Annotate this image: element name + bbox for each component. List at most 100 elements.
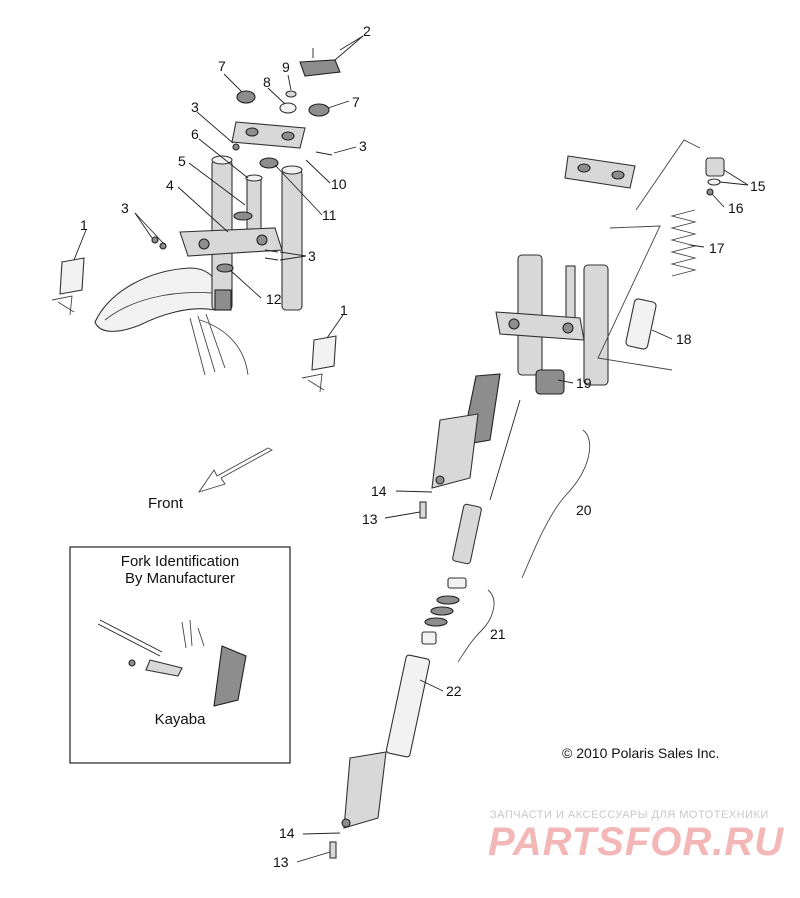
lower-fork-leg <box>385 654 431 758</box>
fork-spring <box>670 209 697 277</box>
seal-c <box>430 606 454 616</box>
right-clamp-bore-a <box>577 163 591 173</box>
seal-a <box>447 577 467 589</box>
left-assembly <box>51 48 341 393</box>
damper-rod <box>489 399 521 501</box>
lower-axle-lug <box>343 751 387 829</box>
callout-9: 9 <box>282 59 290 75</box>
callout-5: 5 <box>178 153 186 169</box>
stem-nut-11 <box>259 157 279 169</box>
reflector-left <box>59 257 85 295</box>
upper-axle-lug <box>431 413 479 489</box>
explode-outline-upper <box>635 139 701 211</box>
callout-3-upper-right: 3 <box>359 138 367 154</box>
fender-edge <box>104 292 213 321</box>
kayaba-pins <box>181 619 205 649</box>
reflector-right <box>311 335 337 371</box>
seal-e <box>421 631 437 645</box>
watermark-logo: PARTSFOR.RU <box>488 820 784 864</box>
callout-13-upper: 13 <box>362 511 378 527</box>
bolt-upper-right <box>315 151 333 156</box>
left-tube-cap <box>211 155 233 165</box>
callout-17: 17 <box>709 240 725 256</box>
screw-upper <box>419 501 427 519</box>
spring-spacer <box>625 298 657 350</box>
fork-tube-right-19 <box>583 264 609 386</box>
callout-labels: 2 7 9 8 7 3 6 3 5 10 4 3 11 1 3 12 1 15 … <box>80 23 766 870</box>
washer-8 <box>279 102 297 114</box>
reflector-left-bracket <box>51 295 75 316</box>
kayaba-bolt <box>128 659 136 667</box>
bolt-lower-left-a <box>151 236 159 244</box>
stem-bearing <box>233 211 253 221</box>
upper-clamp-bore-right <box>281 131 295 141</box>
wheel-outline <box>199 319 249 376</box>
callout-21: 21 <box>490 626 506 642</box>
callout-7-right: 7 <box>352 94 360 110</box>
callout-4: 4 <box>166 177 174 193</box>
identification-title-line1: Fork Identification <box>121 553 239 570</box>
damper-cylinder <box>452 503 482 565</box>
kayaba-rod-edge <box>99 619 163 653</box>
upper-clamp-bore-left <box>245 127 259 137</box>
watermark-tagline: ЗАПЧАСТИ И АКСЕССУАРЫ ДЛЯ МОТОТЕХНИКИ <box>490 809 769 821</box>
screw-lower <box>329 841 337 859</box>
cap-nut-left <box>236 90 256 104</box>
callout-16: 16 <box>728 200 744 216</box>
seal-d <box>424 617 448 627</box>
callout-8: 8 <box>263 74 271 90</box>
callout-6: 6 <box>191 126 199 142</box>
right-lower-bore-b <box>562 322 574 334</box>
bolt-upper-left <box>232 143 240 151</box>
callout-22: 22 <box>446 683 462 699</box>
front-label: Front <box>148 495 184 512</box>
right-leaders <box>296 169 749 863</box>
kayaba-clamp <box>145 659 183 677</box>
fork-identification-panel: Fork Identification By Manufacturer Kaya… <box>69 546 291 764</box>
callout-10: 10 <box>331 176 347 192</box>
right-tube-cap <box>281 165 303 175</box>
callout-1-left: 1 <box>80 217 88 233</box>
front-fender <box>94 267 221 332</box>
front-direction-arrow <box>197 447 273 493</box>
callout-14-upper: 14 <box>371 483 387 499</box>
bracket-21 <box>457 589 495 663</box>
cap-nut-right <box>308 103 330 117</box>
wheel-spokes <box>189 313 226 376</box>
bolt-lower-right-a <box>264 249 279 253</box>
left-leaders <box>73 35 364 339</box>
bracket-20 <box>521 429 591 579</box>
right-clamp-bore-b <box>611 170 625 180</box>
cap-seal <box>706 188 714 196</box>
stem-top <box>245 174 263 182</box>
bolt-lower-left-b <box>159 242 167 250</box>
right-lower-bore-a <box>508 318 520 330</box>
left-lower-slider <box>214 289 232 311</box>
callout-18: 18 <box>676 331 692 347</box>
callout-20: 20 <box>576 502 592 518</box>
callout-12: 12 <box>266 291 282 307</box>
fork-slider-right <box>535 369 565 395</box>
kayaba-lower-leg <box>213 645 247 707</box>
clamp-bore-right <box>256 234 268 246</box>
callout-7-left: 7 <box>218 58 226 74</box>
identification-frame <box>69 546 291 764</box>
axle-hole-upper <box>435 475 445 485</box>
cap-oring <box>707 178 721 186</box>
callout-2: 2 <box>363 23 371 39</box>
explode-outline-lower <box>597 225 673 371</box>
callout-13-lower: 13 <box>273 854 289 870</box>
callout-19: 19 <box>576 375 592 391</box>
stem-nut-12 <box>216 263 234 273</box>
fork-cap <box>705 157 725 177</box>
copyright-notice: © 2010 Polaris Sales Inc. <box>562 745 719 761</box>
callout-1-right: 1 <box>340 302 348 318</box>
bolt-lower-right-b <box>264 257 279 261</box>
manufacturer-label: Kayaba <box>155 711 207 728</box>
callout-3-upper-left: 3 <box>191 99 199 115</box>
right-lower-triple-clamp <box>495 311 585 341</box>
identification-title-line2: By Manufacturer <box>125 570 235 587</box>
right-assembly <box>329 139 725 859</box>
